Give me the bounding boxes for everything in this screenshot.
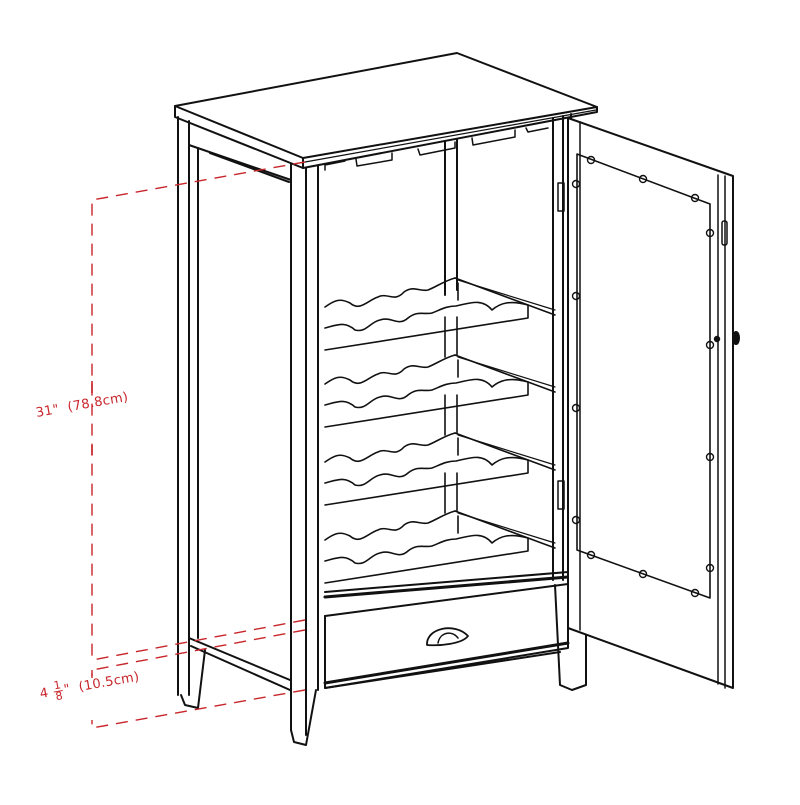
leg-whole: 4 [38, 685, 50, 702]
left-side-panel [177, 116, 292, 709]
bottom-hinge-icon [557, 480, 565, 510]
center-divider [444, 138, 458, 296]
top-apron-blocks [324, 127, 549, 171]
door-screws [571, 155, 721, 598]
rack-shelf-4 [324, 472, 556, 584]
rack-shelf-2 [324, 316, 556, 428]
rack-shelf-3 [324, 394, 556, 506]
cabinet-top [174, 52, 598, 169]
dimension-lines [91, 161, 306, 729]
open-door [557, 117, 740, 689]
top-hinge-icon [557, 182, 565, 212]
drawer [323, 571, 570, 689]
door-knob-icon [732, 331, 740, 345]
front-left-post [290, 163, 319, 746]
drawer-cup-pull-icon [426, 627, 469, 647]
rack-shelf-1 [324, 277, 556, 351]
wine-racks [324, 277, 556, 584]
door-latch-icon [721, 220, 728, 246]
leg-inch-mark: " [62, 681, 72, 698]
